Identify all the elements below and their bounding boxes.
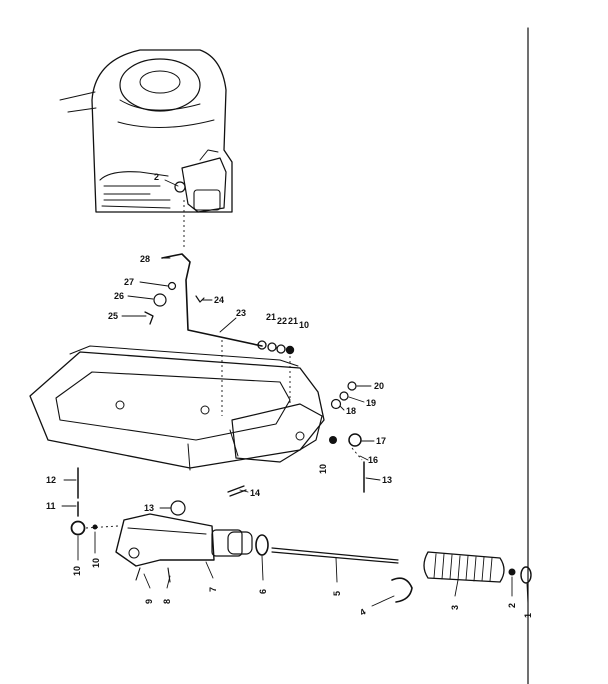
callout-5: 5 [332, 591, 342, 596]
callout-3: 3 [450, 605, 460, 610]
callout-10-right: 10 [318, 464, 328, 474]
callout-28: 28 [140, 254, 150, 264]
callout-7: 7 [208, 587, 218, 592]
callout-4: 4 [358, 607, 367, 618]
callout-26: 26 [114, 291, 124, 301]
callout-8: 8 [162, 599, 172, 604]
leader-lines [61, 179, 381, 509]
callout-11: 10 [72, 566, 82, 576]
callout-1: 1 [523, 613, 533, 618]
callout-22: 22 [277, 316, 287, 326]
callout-16: 16 [368, 455, 378, 465]
callout-24: 24 [214, 295, 224, 305]
callout-25: 25 [108, 311, 118, 321]
frame-illustration [29, 340, 325, 471]
callout-6: 6 [258, 589, 268, 594]
callout-10-left: 10 [91, 558, 101, 568]
callout-27: 27 [124, 277, 134, 287]
callout-15: 14 [250, 488, 260, 498]
callout-13-right: 13 [382, 475, 392, 485]
callout-10-top: 10 [299, 320, 309, 330]
callout-13-left: 12 [46, 475, 56, 485]
callout-20: 20 [374, 381, 384, 391]
callout-18: 18 [346, 406, 356, 416]
callout-14: 13 [144, 503, 154, 513]
lower-leaders [77, 531, 529, 607]
handle-grip [423, 551, 505, 583]
callout-23: 23 [236, 308, 246, 318]
callout-21-first: 21 [266, 312, 276, 322]
lower-assembly [70, 467, 532, 603]
engine-illustration [59, 49, 233, 213]
callout-12: 11 [46, 501, 56, 511]
callout-9: 9 [144, 599, 154, 604]
callout-21-second: 21 [288, 316, 298, 326]
callout-19: 19 [366, 398, 376, 408]
callout-2-carburetor: 2 [154, 172, 159, 182]
callout-2-handle: 2 [507, 603, 517, 608]
callout-17: 17 [376, 436, 386, 446]
right-hardware [329, 381, 365, 493]
callout-labels: 2 28 27 26 25 24 23 21 22 21 10 20 19 18… [46, 172, 533, 618]
throttle-rod-assembly [144, 200, 295, 355]
